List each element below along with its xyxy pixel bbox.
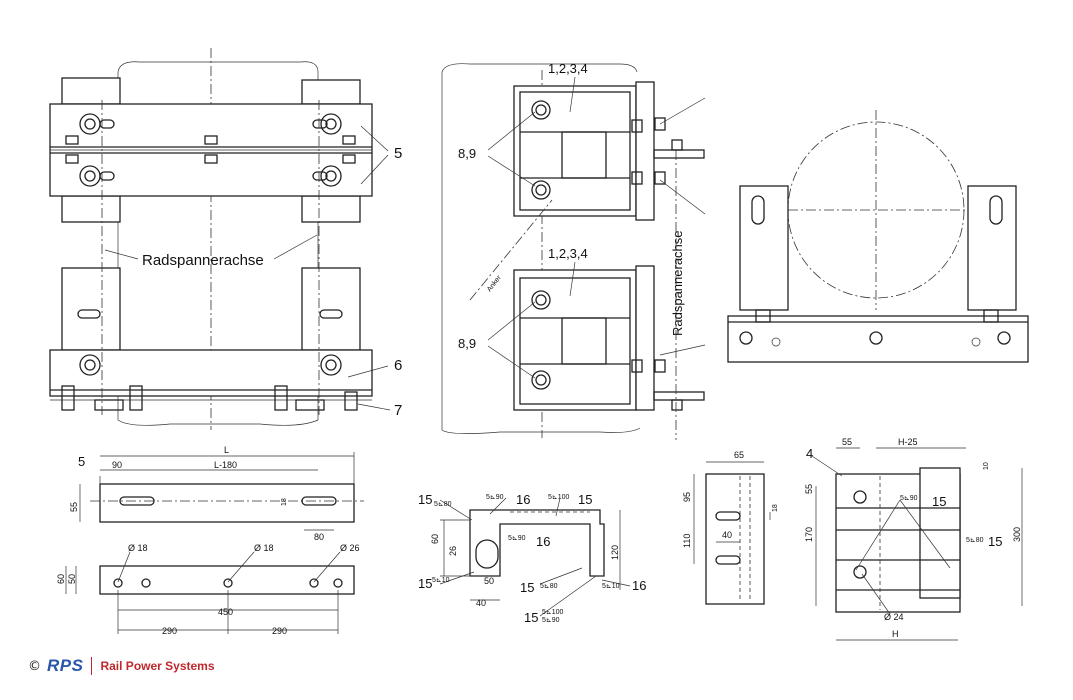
anker-label: Anker bbox=[486, 274, 503, 293]
detail-plan-bracket bbox=[811, 447, 1023, 641]
dim-55: 55 bbox=[69, 502, 79, 512]
weld-spec-80-b: 5⊾80 bbox=[540, 583, 558, 590]
dim-60-bracket: 60 bbox=[430, 534, 440, 544]
dim-290-right: 290 bbox=[272, 626, 287, 636]
dim-290-left: 290 bbox=[162, 626, 177, 636]
weld-15-a: 15 bbox=[418, 492, 432, 507]
dim-10: 10 bbox=[983, 462, 990, 470]
dim-55-plan-top: 55 bbox=[842, 437, 852, 447]
logo-divider bbox=[91, 657, 93, 675]
detail-plate bbox=[65, 452, 364, 634]
dim-phi18-left: Ø 18 bbox=[128, 543, 148, 553]
dim-40-side: 40 bbox=[722, 530, 732, 540]
logo-mark: RPS bbox=[47, 656, 84, 675]
dim-300: 300 bbox=[1012, 527, 1022, 542]
weld-spec-100-b: 5⊾100 bbox=[542, 609, 564, 616]
dim-L: L bbox=[224, 445, 229, 455]
dim-phi24: Ø 24 bbox=[884, 612, 904, 622]
weld-spec-80: 5⊾80 bbox=[434, 501, 452, 508]
front-view-assembly bbox=[49, 48, 391, 430]
item-label-6: 6 bbox=[394, 357, 402, 374]
parts-label-top: 1,2,3,4 bbox=[548, 61, 588, 76]
weld-16-c: 16 bbox=[632, 578, 646, 593]
weld-15-plan-a: 15 bbox=[932, 494, 946, 509]
dim-18-side: 18 bbox=[772, 504, 779, 512]
weld-16-b: 16 bbox=[536, 534, 550, 549]
weld-spec-90-b: 5⊾90 bbox=[508, 535, 526, 542]
dim-26-bracket: 26 bbox=[448, 546, 458, 556]
axis-label-radspanner: Radspannerachse bbox=[142, 252, 264, 269]
dim-120-bracket: 120 bbox=[610, 545, 620, 560]
dim-55-plan-left: 55 bbox=[804, 484, 814, 494]
weld-spec-90-c: 5⊾90 bbox=[542, 617, 560, 624]
weld-spec-plan-90: 5⊾90 bbox=[900, 495, 918, 502]
weld-spec-10-b: 5⊾10 bbox=[602, 583, 620, 590]
dim-phi18-right: Ø 18 bbox=[254, 543, 274, 553]
company-name: Rail Power Systems bbox=[100, 659, 215, 673]
detail-bracket bbox=[439, 497, 631, 617]
weld-spec-100: 5⊾100 bbox=[548, 494, 570, 501]
mast-end-view bbox=[727, 110, 1029, 363]
weld-15-e: 15 bbox=[524, 610, 538, 625]
item-label-5: 5 bbox=[394, 145, 402, 162]
bolts-label-top: 8,9 bbox=[458, 146, 476, 161]
weld-spec-90: 5⊾90 bbox=[486, 494, 504, 501]
dim-95: 95 bbox=[682, 492, 692, 502]
parts-label-middle: 1,2,3,4 bbox=[548, 246, 588, 261]
weld-15-c: 15 bbox=[418, 576, 432, 591]
item-label-7: 7 bbox=[394, 402, 402, 419]
dim-170: 170 bbox=[804, 527, 814, 542]
dim-40-bracket: 40 bbox=[476, 598, 486, 608]
dim-80: 80 bbox=[314, 532, 324, 542]
weld-spec-plan-80: 5⊾80 bbox=[966, 537, 984, 544]
dim-H: H bbox=[892, 629, 899, 639]
detail-label-5: 5 bbox=[78, 454, 85, 469]
weld-15-plan-b: 15 bbox=[988, 534, 1002, 549]
weld-16-a: 16 bbox=[516, 492, 530, 507]
dim-50: 50 bbox=[67, 574, 77, 584]
dim-450: 450 bbox=[218, 607, 233, 617]
footer: © RPS Rail Power Systems bbox=[28, 655, 215, 677]
dim-phi26: Ø 26 bbox=[340, 543, 360, 553]
bolts-label-bottom: 8,9 bbox=[458, 336, 476, 351]
dim-65: 65 bbox=[734, 450, 744, 460]
dim-110: 110 bbox=[682, 534, 692, 548]
dim-H-25: H-25 bbox=[898, 437, 918, 447]
side-view-assembly bbox=[441, 63, 706, 440]
copyright-symbol: © bbox=[28, 658, 41, 674]
dim-L-180: L-180 bbox=[214, 460, 237, 470]
rps-logo: RPS Rail Power Systems bbox=[47, 656, 215, 676]
item-label-4: 4 bbox=[806, 446, 813, 461]
dim-50-bracket: 50 bbox=[484, 576, 494, 586]
dim-90: 90 bbox=[112, 460, 122, 470]
dim-60: 60 bbox=[56, 574, 66, 584]
weld-15-d: 15 bbox=[520, 580, 534, 595]
bolt-group-top bbox=[65, 113, 356, 187]
weld-15-b: 15 bbox=[578, 492, 592, 507]
weld-spec-10: 5⊾10 bbox=[432, 577, 450, 584]
dim-18: 18 bbox=[281, 498, 288, 506]
axis-label-radspanner-vertical: Radspannerachse bbox=[670, 230, 685, 336]
detail-side-plate bbox=[693, 461, 771, 605]
